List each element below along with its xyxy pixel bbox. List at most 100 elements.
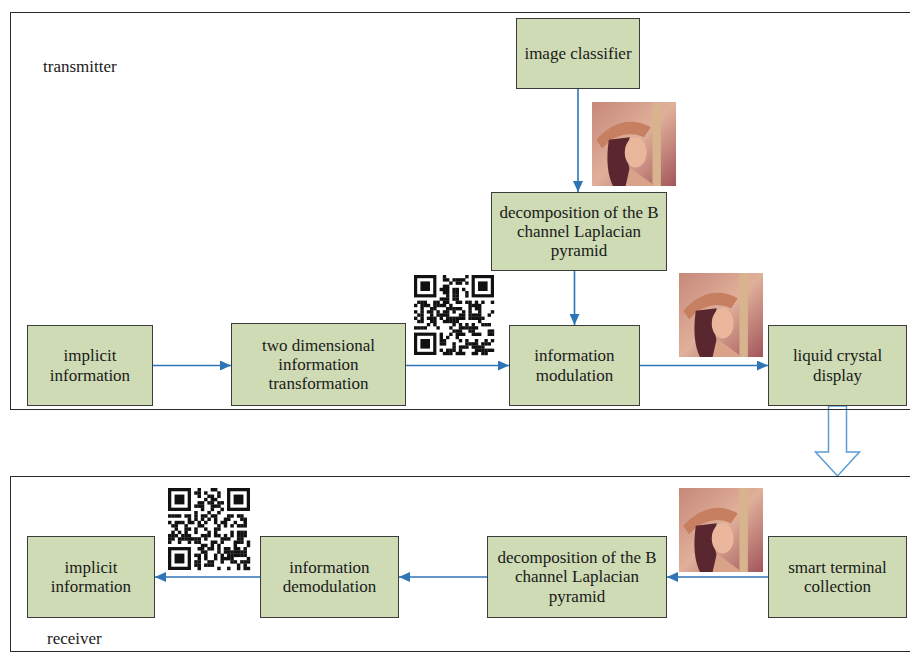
- portrait-image: [679, 273, 763, 357]
- qr-module: [243, 563, 246, 566]
- block-arrow: [816, 406, 860, 476]
- qr-module: [234, 554, 237, 557]
- qr-module: [465, 275, 468, 278]
- qr-finder: [417, 336, 433, 352]
- flow-arrow: [640, 365, 768, 367]
- qr-module: [452, 307, 455, 310]
- qr-module: [484, 352, 487, 355]
- qr-module: [433, 301, 436, 304]
- qr-module: [452, 294, 455, 297]
- qr-module: [234, 550, 237, 553]
- qr-module: [198, 567, 201, 570]
- image-ground: [679, 488, 763, 572]
- qr-module: [201, 504, 204, 507]
- region-label: receiver: [47, 629, 102, 648]
- qr-module: [475, 307, 478, 310]
- qr-module: [204, 557, 207, 560]
- qr-finder: [234, 495, 244, 505]
- qr-module: [449, 349, 452, 352]
- qr-module: [433, 304, 436, 307]
- qr-module: [456, 294, 459, 297]
- qr-module: [188, 534, 191, 537]
- qr-module: [168, 521, 171, 524]
- qr-module: [433, 320, 436, 323]
- qr-module: [211, 498, 214, 501]
- flow-arrow: [153, 365, 231, 367]
- region-frame: receiverimplicit informationinformation …: [10, 476, 910, 652]
- qr-module: [204, 514, 207, 517]
- qr-module: [465, 323, 468, 326]
- qr-module: [430, 310, 433, 313]
- qr-module: [171, 537, 174, 540]
- qr-module: [217, 534, 220, 537]
- qr-module: [198, 557, 201, 560]
- qr-module: [243, 534, 246, 537]
- process-box: image classifier: [516, 18, 640, 89]
- qr-module: [475, 333, 478, 336]
- qr-module: [446, 307, 449, 310]
- process-box: liquid crystal display: [768, 325, 907, 406]
- qr-module: [449, 317, 452, 320]
- qr-module: [194, 537, 197, 540]
- qr-module: [201, 547, 204, 550]
- qr-module: [446, 288, 449, 291]
- qr-module: [443, 288, 446, 291]
- qr-module: [217, 511, 220, 514]
- qr-module: [433, 307, 436, 310]
- qr-module: [465, 301, 468, 304]
- qr-module: [224, 550, 227, 553]
- qr-module: [194, 527, 197, 530]
- qr-module: [465, 342, 468, 345]
- qr-module: [211, 560, 214, 563]
- qr-finder: [227, 488, 250, 511]
- qr-module: [420, 301, 423, 304]
- qr-module: [459, 349, 462, 352]
- qr-module: [449, 333, 452, 336]
- qr-module: [194, 491, 197, 494]
- qr-module: [198, 521, 201, 524]
- qr-module: [481, 323, 484, 326]
- qr-module: [230, 531, 233, 534]
- qr-module: [243, 521, 246, 524]
- qr-module: [240, 540, 243, 543]
- qr-module: [433, 317, 436, 320]
- qr-module: [459, 339, 462, 342]
- qr-module: [240, 550, 243, 553]
- qr-module: [247, 557, 250, 560]
- qr-module: [443, 301, 446, 304]
- qr-module: [211, 488, 214, 491]
- qr-module: [217, 550, 220, 553]
- qr-module: [478, 345, 481, 348]
- qr-module: [194, 560, 197, 563]
- qr-module: [478, 304, 481, 307]
- qr-module: [481, 301, 484, 304]
- qr-module: [230, 554, 233, 557]
- qr-module: [204, 491, 207, 494]
- qr-module: [234, 547, 237, 550]
- qr-module: [204, 563, 207, 566]
- flow-arrow: [399, 576, 487, 578]
- qr-module: [417, 313, 420, 316]
- qr-module: [446, 294, 449, 297]
- qr-module: [214, 504, 217, 507]
- qr-module: [217, 501, 220, 504]
- qr-module: [188, 540, 191, 543]
- qr-module: [211, 504, 214, 507]
- process-box: implicit information: [27, 536, 155, 618]
- qr-module: [204, 521, 207, 524]
- qr-module: [240, 534, 243, 537]
- qr-module: [168, 514, 171, 517]
- qr-module: [220, 554, 223, 557]
- qr-module: [452, 297, 455, 300]
- qr-module: [427, 323, 430, 326]
- qr-module: [472, 329, 475, 332]
- qr-module: [446, 317, 449, 320]
- qr-module: [462, 288, 465, 291]
- qr-module: [491, 329, 494, 332]
- qr-module: [459, 281, 462, 284]
- qr-module: [211, 540, 214, 543]
- qr-module: [240, 554, 243, 557]
- qr-module: [443, 278, 446, 281]
- qr-module: [198, 488, 201, 491]
- qr-module: [234, 521, 237, 524]
